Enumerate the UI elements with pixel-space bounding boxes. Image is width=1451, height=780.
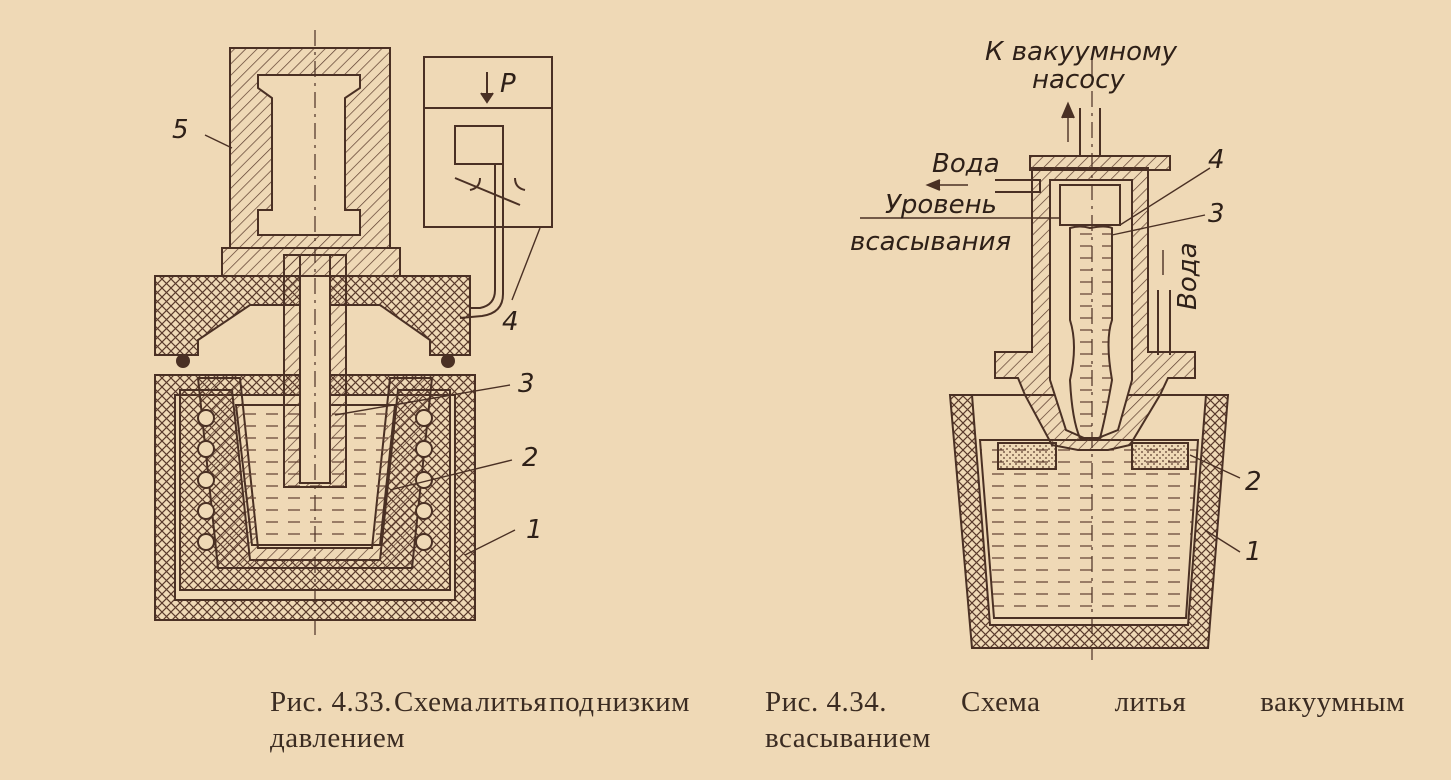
figure-4-34 xyxy=(860,60,1241,660)
label-to-vacuum-pump: К вакуумному xyxy=(985,37,1178,67)
heater-coils xyxy=(197,409,433,551)
caption-word: под xyxy=(549,686,595,718)
label-pressure-p: P xyxy=(500,69,516,99)
label-3: 3 xyxy=(1208,199,1225,229)
label-5: 5 xyxy=(172,115,189,145)
caption-4-33: Рис. 4.33. Схема литья под низким давлен… xyxy=(270,684,690,756)
label-1: 1 xyxy=(526,515,543,545)
caption-line-2: всасыванием xyxy=(765,722,931,754)
label-2: 2 xyxy=(522,443,539,473)
furnace-lid xyxy=(154,275,471,368)
label-2: 2 xyxy=(1245,467,1262,497)
caption-word: литья xyxy=(475,686,548,718)
label-level: Уровень xyxy=(885,190,997,220)
caption-number: Рис. 4.34. xyxy=(765,686,888,718)
label-water-out: Вода xyxy=(932,149,1000,179)
caption-line-1: Рис. 4.34. Схема литья вакуумным xyxy=(765,684,1405,720)
label-3: 3 xyxy=(518,369,535,399)
label-water-in: Вода xyxy=(1173,242,1203,310)
label-4: 4 xyxy=(1208,145,1225,175)
label-4: 4 xyxy=(502,307,519,337)
caption-number: Рис. 4.33. xyxy=(270,686,393,718)
pressure-unit xyxy=(423,56,553,319)
caption-word: Схема xyxy=(961,686,1041,718)
caption-word: вакуумным xyxy=(1260,686,1405,718)
label-suction: всасывания xyxy=(850,227,1011,257)
mold-shell xyxy=(994,155,1196,451)
caption-word: Схема xyxy=(393,686,474,718)
label-pump: насосу xyxy=(1032,65,1125,95)
caption-word: литья xyxy=(1114,686,1187,718)
caption-4-34: Рис. 4.34. Схема литья вакуумным всасыва… xyxy=(765,684,1405,756)
caption-line-2: давлением xyxy=(270,722,406,754)
figure-4-33 xyxy=(154,30,553,640)
ladle xyxy=(948,394,1230,649)
mold xyxy=(221,47,401,277)
caption-word: низким xyxy=(596,686,690,718)
label-1: 1 xyxy=(1245,537,1262,567)
caption-line-1: Рис. 4.33. Схема литья под низким xyxy=(270,684,690,720)
